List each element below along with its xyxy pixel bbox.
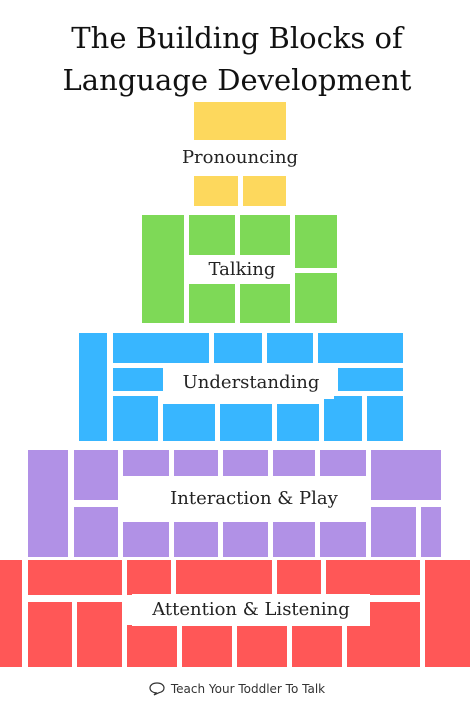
talking-label: Talking — [194, 256, 290, 283]
understanding-block — [267, 333, 313, 363]
understanding-label: Understanding — [168, 367, 334, 399]
footer: Teach Your Toddler To Talk — [0, 682, 474, 696]
pronouncing-block — [194, 176, 238, 206]
interaction-block — [28, 450, 68, 557]
understanding-block — [318, 333, 403, 363]
attention-block — [425, 560, 470, 667]
attention-block — [127, 560, 171, 595]
understanding-block — [220, 404, 272, 441]
interaction-block — [123, 450, 169, 476]
attention-block — [237, 625, 287, 667]
attention-block — [28, 560, 122, 595]
interaction-block — [371, 507, 416, 557]
understanding-block — [113, 396, 158, 441]
attention-block — [28, 602, 72, 667]
understanding-block — [324, 396, 362, 441]
attention-block — [277, 560, 321, 595]
talking-block — [295, 273, 337, 323]
attention-block — [127, 625, 177, 667]
talking-block — [240, 215, 290, 255]
attention-block — [292, 625, 342, 667]
interaction-block — [174, 522, 218, 557]
interaction-block — [174, 450, 218, 476]
understanding-block — [113, 368, 163, 391]
pronouncing-label: Pronouncing — [175, 145, 305, 171]
talking-block — [189, 284, 235, 323]
interaction-block — [74, 507, 118, 557]
attention-label: Attention & Listening — [132, 594, 370, 626]
interaction-block — [123, 522, 169, 557]
attention-block — [182, 625, 232, 667]
understanding-block — [79, 333, 107, 441]
understanding-block — [338, 368, 403, 391]
interaction-block — [273, 450, 315, 476]
talking-block — [295, 215, 337, 268]
understanding-block — [367, 396, 403, 441]
understanding-block — [113, 333, 209, 363]
interaction-block — [421, 507, 441, 557]
understanding-block — [277, 404, 319, 441]
interaction-block — [223, 450, 268, 476]
interaction-block — [74, 450, 118, 500]
pronouncing-block — [194, 102, 286, 140]
attention-block — [176, 560, 272, 595]
interaction-block — [223, 522, 268, 557]
title-line-2: Language Development — [62, 63, 412, 97]
attention-block — [77, 602, 122, 667]
footer-text: Teach Your Toddler To Talk — [170, 682, 326, 696]
speech-bubble-icon — [149, 682, 171, 696]
understanding-block — [163, 404, 215, 441]
pronouncing-block — [243, 176, 286, 206]
title-line-1: The Building Blocks of — [71, 21, 403, 55]
talking-block — [240, 284, 290, 323]
interaction-block — [371, 450, 441, 500]
interaction-block — [320, 450, 366, 476]
attention-block — [0, 560, 22, 667]
attention-block — [326, 560, 420, 595]
talking-block — [142, 215, 184, 323]
understanding-block — [214, 333, 262, 363]
talking-block — [189, 215, 235, 255]
interaction-block — [320, 522, 366, 557]
interaction-block — [273, 522, 315, 557]
interaction-label: Interaction & Play — [150, 482, 358, 516]
